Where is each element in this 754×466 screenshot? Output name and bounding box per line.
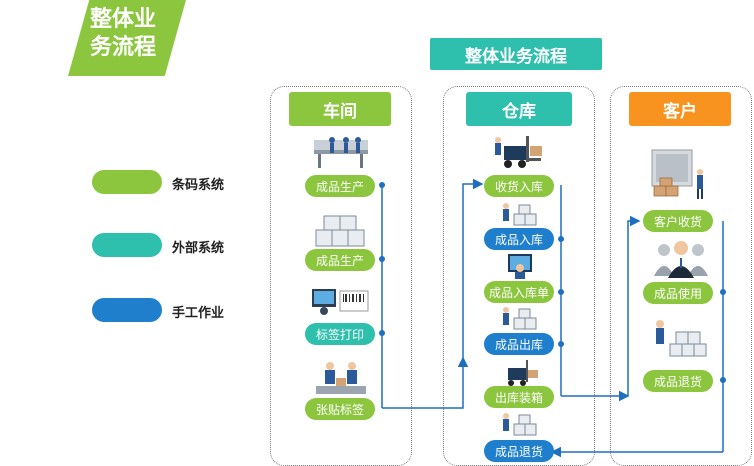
connector-dot: [558, 236, 564, 242]
legend-label-external: 外部系统: [172, 241, 225, 256]
workshop-step-4: 张贴标签: [305, 398, 375, 420]
customer-header: 客户: [629, 92, 731, 126]
workers-icon: [316, 362, 366, 394]
boxes-icon: [315, 215, 365, 247]
legend-label-barcode: 条码系统: [172, 178, 225, 193]
warehouse-step-6: 成品退货: [484, 440, 554, 462]
warehouse-step-1: 收货入库: [484, 175, 554, 197]
worker-scanning-icon: [503, 307, 537, 330]
connector-dot: [720, 289, 726, 295]
connector-dot: [379, 256, 385, 262]
main-title: 整体业务流程: [430, 38, 602, 70]
label-printer-icon: [312, 289, 369, 315]
connector-dot: [720, 377, 726, 383]
legend-label-manual: 手工作业: [172, 306, 225, 321]
connector-dot: [379, 330, 385, 336]
connector-dot: [558, 289, 564, 295]
customer-step-1: 客户收货: [643, 210, 713, 232]
customer-step-3: 成品退货: [643, 370, 713, 392]
corner-title-badge: [68, 0, 186, 76]
worker-scanning-icon: [503, 203, 537, 226]
workshop-step-2: 成品生产: [305, 249, 375, 271]
warehouse-step-4: 成品出库: [484, 333, 554, 355]
warehouse-step-5: 出库装箱: [484, 386, 554, 408]
warehouse-step-3: 成品入库单: [484, 281, 554, 303]
computer-operator-icon: [508, 254, 532, 279]
workshop-step-3: 标签打印: [305, 323, 375, 345]
workshop-header: 车间: [289, 92, 391, 126]
corner-title: 整体业 务流程: [90, 6, 170, 62]
customer-step-2: 成品使用: [643, 282, 713, 304]
worker-scanning-icon: [503, 413, 537, 436]
workshop-step-1: 成品生产: [305, 175, 375, 197]
legend-swatch-external: [92, 233, 162, 257]
connector-dot: [379, 182, 385, 188]
connector-dot: [558, 341, 564, 347]
business-people-icon: [654, 241, 708, 278]
forklift-icon: [495, 136, 542, 168]
warehouse-step-2: 成品入库: [484, 228, 554, 250]
legend-swatch-manual: [92, 298, 162, 322]
warehouse-header: 仓库: [466, 92, 572, 126]
worker-scanning-icon: [656, 320, 707, 357]
truck-unloading-icon: [651, 149, 703, 199]
corner-title-line2: 务流程: [90, 35, 157, 60]
production-line-icon: [314, 137, 368, 168]
corner-title-line1: 整体业: [90, 7, 157, 32]
legend-swatch-barcode: [92, 170, 162, 194]
forklift-icon: [508, 360, 538, 386]
